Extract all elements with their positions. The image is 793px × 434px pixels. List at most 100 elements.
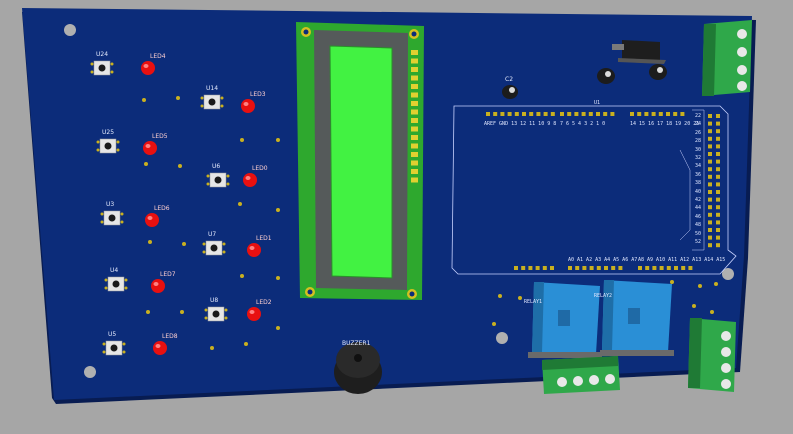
header-pin [674,266,678,270]
header-pin [708,129,712,134]
header-pin [716,174,720,179]
via [714,282,718,286]
push-button [90,60,114,76]
via [698,284,702,288]
led-ref-label: LED0 [252,165,268,172]
header-pin [708,159,712,164]
arduino-right-header-label: 52 [695,239,702,245]
header-pin [596,112,600,116]
via [276,208,280,212]
header-pin [514,266,518,270]
header-pin [604,266,608,270]
via [498,294,502,298]
via [148,240,152,244]
header-pin [486,112,490,116]
header-pin [716,114,720,118]
push-button [96,138,120,154]
capacitor [597,68,615,84]
push-button [204,306,228,322]
lcd-pin [411,143,418,149]
header-pin [536,112,541,116]
arduino-right-header-label: 44 [695,205,702,212]
via [210,346,214,350]
header-pin [575,266,580,270]
led-red [247,307,261,321]
header-pin [716,212,720,217]
header-pin [716,167,720,172]
led-red [145,213,159,227]
lcd-pin [411,67,418,72]
capacitor-ref-label: C2 [505,76,514,83]
buzzer-ref-label: BUZZER1 [342,340,371,347]
header-pin [716,129,720,134]
arduino-right-header-label: 28 [695,138,702,145]
lcd-pin [411,84,418,89]
mounting-hole [84,366,96,378]
led-red [243,173,257,187]
via [710,310,714,314]
header-pin [708,114,712,118]
header-pin [716,159,720,164]
header-pin [521,266,526,270]
header-pin [716,190,720,194]
arduino-right-header-label: 34 [695,163,702,170]
via [240,274,244,278]
via [144,162,148,166]
header-pin [708,220,712,225]
via [146,310,150,314]
via [180,310,184,314]
lcd-pin [411,75,418,81]
button-ref-label: U8 [210,297,219,304]
header-pin [500,112,505,116]
capacitor [649,64,667,80]
lcd-pin [411,58,418,64]
led-ref-label: LED7 [160,271,176,278]
header-pin [543,112,548,116]
push-button [104,276,128,292]
header-pin [708,167,712,172]
arduino-right-header-label: 36 [695,171,702,178]
arduino-right-header-label: 42 [695,197,702,203]
header-pin [507,112,512,116]
header-pin [716,243,720,248]
header-pin [638,266,642,270]
led-ref-label: LED8 [162,333,178,340]
via [240,138,244,142]
lcd-pin [411,109,418,115]
header-pin [589,266,594,270]
terminal-block-power [702,20,752,96]
header-pin [708,212,712,217]
via [238,202,242,206]
header-pin [708,136,712,141]
header-pin [708,228,712,232]
push-button [102,340,126,356]
mounting-hole [64,24,76,36]
mounting-hole [496,332,508,344]
header-pin [708,205,712,210]
header-pin [651,112,656,116]
lcd-pin [411,101,418,106]
lcd-module [296,22,424,300]
led-red [241,99,255,113]
header-pin [659,266,664,270]
via [142,98,146,102]
header-pin [666,266,671,270]
header-pin [493,112,498,116]
header-pin [630,112,634,116]
relay-ref-label: RELAY2 [594,293,613,299]
push-button [200,94,224,110]
led-red [141,61,155,75]
via [182,242,186,246]
led-red [153,341,167,355]
header-pin [658,112,663,116]
header-pin [716,235,720,240]
header-pin [708,152,712,156]
header-pin [581,112,586,116]
header-pin [716,144,720,149]
via [276,138,280,142]
arduino-top-header-labels: 14 15 16 17 18 19 20 21 [630,121,700,127]
arduino-bottom-header-labels: A8 A9 A10 A11 A12 A13 A14 A15 [638,257,726,263]
header-pin [528,266,533,270]
header-pin [567,112,572,116]
